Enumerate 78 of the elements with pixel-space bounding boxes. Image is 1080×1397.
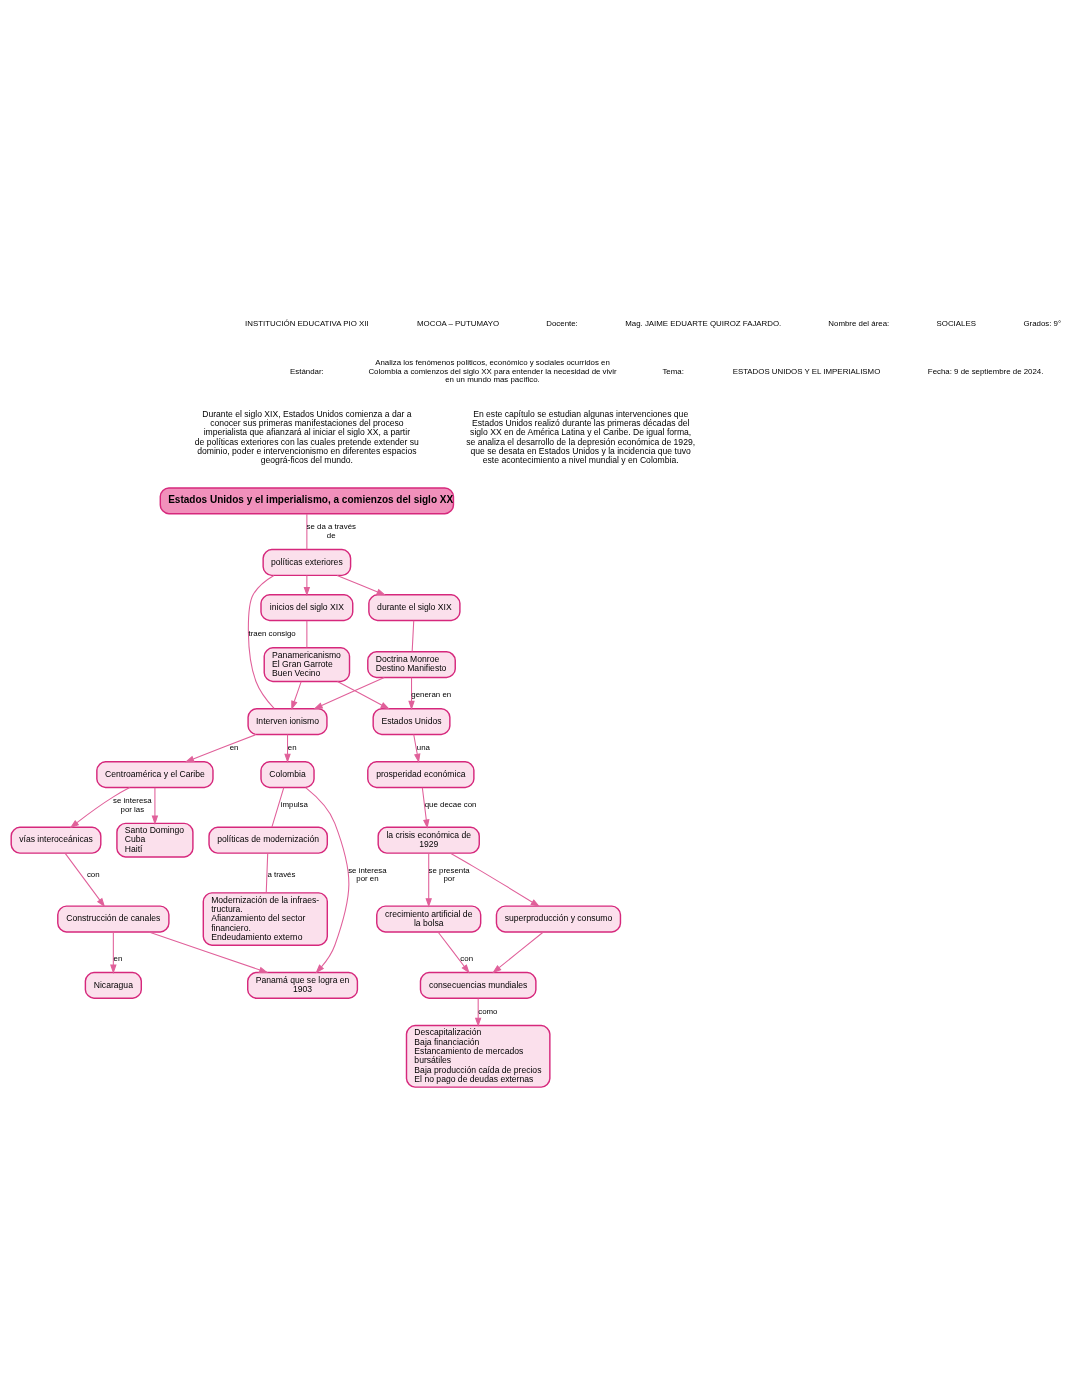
node-box: crecimiento artificial de la bolsa bbox=[376, 904, 482, 933]
node-box: Estados Unidos bbox=[372, 707, 451, 735]
arrow bbox=[69, 786, 131, 828]
label: Docente: bbox=[546, 318, 578, 328]
node-box: consecuencias mundiales bbox=[419, 971, 537, 999]
node-box: Modernización de la infraes-tructura. Afianzamiento del sector financiero. Endeudamiento externo bbox=[202, 891, 328, 946]
edge-label: con bbox=[86, 869, 100, 879]
arrow bbox=[151, 786, 159, 825]
arrow bbox=[336, 574, 386, 595]
node-box: Colombia bbox=[260, 760, 315, 788]
arrow bbox=[421, 786, 430, 829]
arrow bbox=[148, 930, 269, 973]
node-box: Centroamérica y el Caribe bbox=[96, 760, 214, 788]
label: Mag. JAIME EDUARTE QUIROZ FAJARDO. bbox=[625, 318, 782, 328]
node-box: vías interoceánicas bbox=[10, 826, 102, 854]
arrow bbox=[184, 733, 257, 762]
label: ESTADOS UNIDOS Y EL IMPERIALISMO bbox=[732, 366, 881, 376]
label: Durante el siglo XIX, Estados Unidos comienza a dar a conocer sus primeras manifestaciones del proceso imperialista que afianzará al iniciar el siglo XX, a partir de políticas exteriores con las cuales pretende extender su dominio, poder e intervencionismo en diferentes espacios geográ-ficos del mundo. bbox=[194, 408, 419, 465]
label: INSTITUCIÓN EDUCATIVA PIO XII bbox=[245, 318, 369, 328]
edge-label: que decae con bbox=[424, 799, 477, 809]
node-box: Santo Domingo Cuba Haití bbox=[116, 822, 194, 858]
arrow bbox=[313, 676, 385, 709]
connector bbox=[306, 619, 308, 648]
arrow bbox=[449, 852, 540, 907]
arrow bbox=[408, 676, 415, 710]
node-box: inicios del siglo XIX bbox=[260, 593, 354, 621]
node-box: Construcción de canales bbox=[57, 904, 170, 933]
connector bbox=[306, 512, 308, 550]
arrow bbox=[64, 852, 106, 907]
node-box: Nicaragua bbox=[84, 971, 142, 999]
label: SOCIALES bbox=[936, 318, 976, 328]
edge-label: a través bbox=[267, 869, 296, 879]
edge-label: impulsa bbox=[280, 799, 308, 809]
arrow bbox=[284, 733, 291, 763]
node-box: Estados Unidos y el imperialismo, a comienzos del siglo XX bbox=[159, 486, 455, 514]
node-box: superproducción y consumo bbox=[495, 904, 622, 933]
arrow bbox=[474, 997, 482, 1027]
edge-label: en bbox=[229, 742, 239, 752]
arrow bbox=[492, 930, 544, 973]
arrow bbox=[110, 930, 117, 974]
connector bbox=[411, 619, 415, 652]
arrow bbox=[437, 930, 470, 974]
label: Tema: bbox=[662, 366, 684, 376]
label: MOCOA – PUTUMAYO bbox=[417, 318, 500, 328]
label: Grados: 9° bbox=[1023, 318, 1062, 328]
node-box: Doctrina Monroe Destino Manifiesto bbox=[367, 650, 456, 678]
edge-label: como bbox=[478, 1006, 498, 1016]
edge-label: con bbox=[460, 953, 474, 963]
node-box: la crisis económica de 1929 bbox=[377, 826, 480, 854]
label: En este capítulo se estudian algunas intervenciones que Estados Unidos realizó durante las primeras décadas del siglo XX en de América Latina y el Caribe. De igual forma, se analiza el desarrollo de la depresión económica de 1929, que se desata en Estados Unidos y la incidencia que tuvo este acontecimiento a nivel mundial y en Colombia. bbox=[466, 408, 696, 465]
edge-label: en bbox=[113, 953, 123, 963]
node-box: prosperidad económica bbox=[367, 760, 475, 788]
node-box: Panamá que se logra en 1903 bbox=[247, 971, 359, 999]
connector bbox=[271, 786, 285, 828]
node-box: Panamericanismo El Gran Garrote Buen Vecino bbox=[263, 646, 351, 682]
edge-label: en bbox=[287, 742, 297, 752]
arrow bbox=[413, 733, 421, 763]
node-box: Descapitalización Baja financiación Estancamiento de mercados bursátiles Baja producción caída de precios El no pago de deudas externas bbox=[405, 1024, 551, 1088]
connector bbox=[265, 852, 269, 893]
edge-label: se da a través de bbox=[306, 521, 356, 540]
label: Estándar: bbox=[290, 366, 324, 376]
node-box: durante el siglo XIX bbox=[368, 593, 461, 621]
node-box: políticas de modernización bbox=[208, 826, 328, 854]
node-box: Interven ionismo bbox=[247, 707, 328, 735]
connector bbox=[247, 574, 275, 709]
edge-label: se interesa por las bbox=[113, 795, 152, 814]
edge-label: se presenta por bbox=[428, 865, 470, 883]
arrow bbox=[336, 680, 390, 709]
edge-label: una bbox=[416, 742, 430, 752]
label: Analiza los fenómenos politicos, económico y sociales ocurridos en Colombia a comienzos del siglo XX para entender la necesidad de vivir en un mundo mas pacífico. bbox=[368, 357, 617, 384]
node-box: políticas exteriores bbox=[262, 548, 352, 576]
edge-label: se interesa por en bbox=[348, 865, 387, 883]
arrow bbox=[291, 680, 302, 710]
label: Fecha: 9 de septiembre de 2024. bbox=[927, 366, 1044, 376]
arrow bbox=[305, 786, 350, 973]
label: Nombre del área: bbox=[828, 318, 890, 328]
arrow bbox=[425, 852, 432, 908]
arrow bbox=[303, 574, 311, 596]
